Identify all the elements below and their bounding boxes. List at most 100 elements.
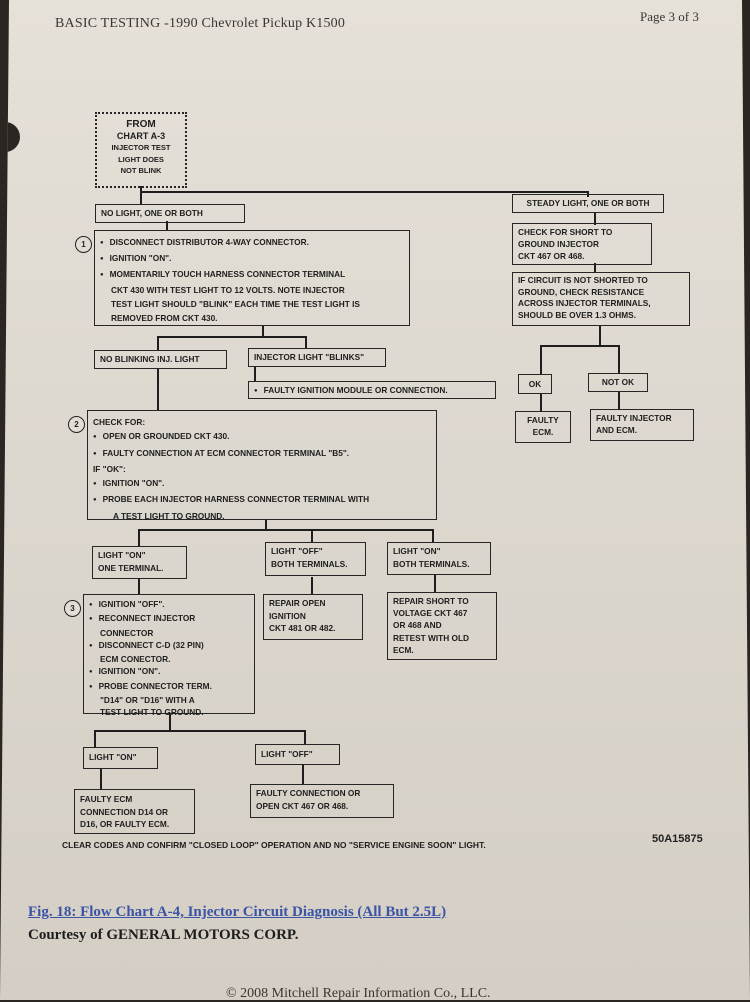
step-1-item: TEST LIGHT SHOULD "BLINK" EACH TIME THE … (111, 299, 360, 309)
connector-line (311, 529, 313, 542)
from-chart-a3-box: FROM CHART A-3 INJECTOR TEST LIGHT DOES … (95, 112, 187, 188)
connector-line (305, 336, 307, 349)
repair-open-box: REPAIR OPEN IGNITION CKT 481 OR 482. (263, 594, 363, 640)
steady-light-label: STEADY LIGHT, ONE OR BOTH (526, 198, 650, 208)
step-2-box: CHECK FOR: OPEN OR GROUNDED CKT 430. FAU… (87, 410, 437, 521)
not-shorted-line: SHOULD BE OVER 1.3 OHMS. (518, 309, 637, 320)
from-line3: INJECTOR TEST (111, 143, 171, 152)
connector-line (311, 577, 313, 595)
no-blinking-box: NO BLINKING INJ. LIGHT (94, 350, 227, 369)
connector-line (599, 325, 601, 347)
injector-blinks-label: INJECTOR LIGHT "BLINKS" (254, 352, 365, 362)
figure-caption-link[interactable]: Fig. 18: Flow Chart A-4, Injector Circui… (28, 904, 447, 920)
connector-line (594, 212, 596, 225)
step-3-item: CONNECTOR (100, 627, 154, 638)
light-on-both-line: BOTH TERMINALS. (393, 558, 470, 569)
faulty-connection-ckt-line: FAULTY CONNECTION OR (256, 788, 361, 798)
light-on-one-line: ONE TERMINAL. (98, 562, 164, 573)
connector-line (540, 345, 542, 375)
connector-line (540, 393, 542, 412)
light-off-label: LIGHT "OFF" (261, 749, 313, 759)
no-light-label: NO LIGHT, ONE OR BOTH (101, 208, 203, 218)
step-3-item: DISCONNECT C-D (32 PIN) (89, 639, 249, 653)
step-2-item: A TEST LIGHT TO GROUND. (113, 510, 225, 521)
step-3-item: ECM CONECTOR. (100, 654, 171, 665)
connector-line (157, 368, 159, 411)
faulty-ignition-label: FAULTY IGNITION MODULE OR CONNECTION. (254, 384, 490, 398)
faulty-ecm-line: FAULTY (527, 415, 559, 425)
step-1-item: CKT 430 WITH TEST LIGHT TO 12 VOLTS. NOT… (111, 285, 345, 295)
repair-open-line: REPAIR OPEN (269, 598, 326, 608)
faulty-ecm-line: ECM. (532, 427, 554, 437)
not-ok-box: NOT OK (588, 373, 648, 392)
no-light-box: NO LIGHT, ONE OR BOTH (95, 204, 245, 223)
step-1-marker: 1 (75, 236, 92, 253)
step-2-item: CHECK FOR: (93, 417, 146, 427)
step-3-item: TEST LIGHT TO GROUND. (100, 707, 204, 718)
step-3-item: PROBE CONNECTOR TERM. (89, 680, 249, 694)
light-off-box: LIGHT "OFF" (255, 744, 340, 765)
no-blinking-label: NO BLINKING INJ. LIGHT (100, 354, 200, 364)
from-label: FROM (126, 119, 156, 130)
light-on-both-box: LIGHT "ON" BOTH TERMINALS. (387, 542, 491, 575)
connector-line (262, 325, 264, 337)
check-short-line: CHECK FOR SHORT TO (518, 227, 613, 237)
connector-line (157, 336, 307, 338)
faulty-injector-line: AND ECM. (596, 425, 638, 435)
step-3-item: RECONNECT INJECTOR (89, 612, 249, 626)
step-1-item: MOMENTARILY TOUCH HARNESS CONNECTOR TERM… (100, 267, 404, 283)
connector-line (302, 764, 304, 785)
connector-line (138, 529, 434, 531)
faulty-connection-ckt-box: FAULTY CONNECTION OR OPEN CKT 467 OR 468… (250, 784, 394, 818)
light-on-one-line: LIGHT "ON" (98, 550, 146, 560)
connector-line (432, 529, 434, 542)
step-3-item: IGNITION "ON". (89, 665, 249, 679)
connector-line (594, 263, 596, 272)
faulty-ecm-box: FAULTY ECM. (515, 411, 571, 443)
faulty-ignition-box: FAULTY IGNITION MODULE OR CONNECTION. (248, 381, 496, 399)
connector-line (254, 366, 256, 382)
step-2-marker: 2 (68, 416, 85, 433)
faulty-injector-line: FAULTY INJECTOR (596, 413, 672, 423)
steady-light-box: STEADY LIGHT, ONE OR BOTH (512, 194, 664, 213)
step-3-marker: 3 (64, 600, 81, 617)
light-off-both-line: LIGHT "OFF" (271, 546, 323, 556)
step-1-box: DISCONNECT DISTRIBUTOR 4-WAY CONNECTOR. … (94, 230, 410, 326)
connector-line (434, 575, 436, 593)
connector-line (540, 345, 620, 347)
step-2-item: OPEN OR GROUNDED CKT 430. (93, 429, 431, 445)
check-short-box: CHECK FOR SHORT TO GROUND INJECTOR CKT 4… (512, 223, 652, 265)
step-3-item: IGNITION "OFF". (89, 598, 249, 612)
repair-short-line: OR 468 AND (393, 620, 442, 631)
step-1-item: IGNITION "ON". (100, 251, 404, 267)
faulty-ecm-connection-line: FAULTY ECM (80, 794, 133, 804)
step-2-item: FAULTY CONNECTION AT ECM CONNECTOR TERMI… (93, 446, 431, 462)
step-2-item: IF "OK": (93, 463, 126, 474)
step-1-item: REMOVED FROM CKT 430. (111, 313, 218, 323)
light-on-box: LIGHT "ON" (83, 747, 158, 769)
connector-line (140, 186, 142, 205)
connector-line (157, 336, 159, 351)
connector-line (618, 345, 620, 374)
check-short-line: GROUND INJECTOR (518, 239, 599, 249)
not-shorted-line: IF CIRCUIT IS NOT SHORTED TO (518, 275, 648, 285)
connector-line (100, 768, 102, 790)
connector-line (166, 221, 168, 231)
repair-open-line: CKT 481 OR 482. (269, 623, 336, 633)
connector-line (304, 730, 306, 744)
not-ok-label: NOT OK (601, 377, 635, 387)
light-on-label: LIGHT "ON" (89, 752, 137, 762)
ok-box: OK (518, 374, 552, 394)
repair-short-line: ECM. (393, 644, 414, 655)
connector-line (94, 730, 96, 747)
light-off-both-line: BOTH TERMINALS. (271, 558, 348, 569)
courtesy-line: Courtesy of GENERAL MOTORS CORP. (28, 927, 299, 943)
repair-short-line: RETEST WITH OLD (393, 632, 470, 643)
connector-line (169, 713, 171, 731)
light-on-one-box: LIGHT "ON" ONE TERMINAL. (92, 546, 187, 579)
check-short-line: CKT 467 OR 468. (518, 251, 585, 261)
light-on-both-line: LIGHT "ON" (393, 546, 441, 556)
copyright-line: © 2008 Mitchell Repair Information Co., … (226, 986, 491, 1001)
faulty-injector-box: FAULTY INJECTOR AND ECM. (590, 409, 694, 441)
